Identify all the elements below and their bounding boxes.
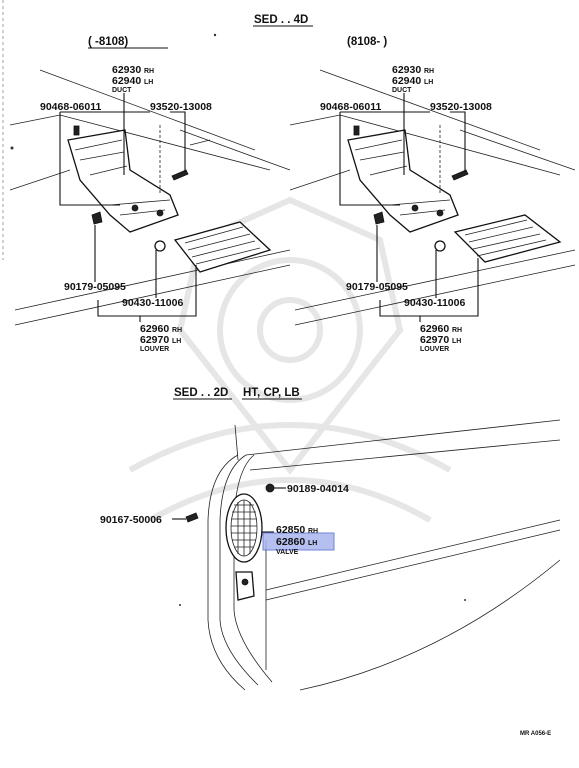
bottom-valve-part-1: 62850 <box>276 524 305 536</box>
sed2d-body-types: HT, CP, LB <box>243 387 300 399</box>
right-duct-part-2: 62940 <box>392 75 421 87</box>
left-louver-name: LOUVER <box>140 346 169 353</box>
left-duct-name: DUCT <box>112 87 132 94</box>
bottom-clip-top-part: 90189-04014 <box>287 483 349 495</box>
left-louver-part-1-suffix: RH <box>172 327 182 334</box>
left-nut-icon <box>154 240 166 252</box>
left-date-range: ( -8108) <box>88 36 128 48</box>
left-duct <box>67 129 179 233</box>
right-screw-part: 93520-13008 <box>430 101 492 113</box>
right-date-range: (8108- ) <box>347 36 387 48</box>
left-duct-part-1: 62930 <box>112 64 141 76</box>
right-louver <box>453 214 562 263</box>
right-panel: 62930 RH 62940 LH DUCT 90468-06011 93520… <box>289 64 576 353</box>
left-screw-part: 93520-13008 <box>150 101 212 113</box>
left-clip-icon <box>73 125 80 136</box>
right-duct-part-2-suffix: LH <box>424 79 433 86</box>
bottom-clip-left-icon <box>185 512 199 523</box>
right-louver-part-1-suffix: RH <box>452 327 462 334</box>
bottom-valve-part-1-suffix: RH <box>308 528 318 535</box>
bottom-latch-icon <box>235 571 255 601</box>
left-panel: 62930 RH 62940 LH DUCT 90468-06011 93520… <box>9 64 291 353</box>
right-duct-name: DUCT <box>392 87 412 94</box>
right-clip-part: 90468-06011 <box>320 101 381 113</box>
speck-2 <box>10 146 14 150</box>
bottom-clip-top-icon <box>265 483 275 493</box>
speck-3 <box>179 604 181 606</box>
valve-highlight <box>262 532 335 551</box>
right-duct <box>347 129 459 233</box>
bottom-valve-name: VALVE <box>276 549 299 556</box>
right-clip-icon <box>353 125 360 136</box>
right-grommet-icon <box>373 211 385 225</box>
right-louver-name: LOUVER <box>420 346 449 353</box>
sed2d-title: SED . . 2D <box>174 387 228 399</box>
bottom-valve-part-2: 62860 <box>276 536 305 548</box>
sed4d-title: SED . . 4D <box>254 14 308 26</box>
reference-code: MR A056-E <box>520 731 551 737</box>
right-nut-icon <box>434 240 446 252</box>
bottom-clip-left-part: 90167-50006 <box>100 514 162 526</box>
left-duct-part-2-suffix: LH <box>144 79 153 86</box>
left-louver-part-2-suffix: LH <box>172 338 181 345</box>
left-duct-part-2: 62940 <box>112 75 141 87</box>
bottom-valve <box>225 493 263 563</box>
bottom-panel: 90189-04014 90167-50006 62850 RH 62860 L… <box>100 419 561 691</box>
right-louver-part-1: 62960 <box>420 323 449 335</box>
right-louver-part-2-suffix: LH <box>452 338 461 345</box>
right-duct-part-1-suffix: RH <box>424 68 434 75</box>
speck-4 <box>464 599 466 601</box>
left-screw-icon <box>171 169 189 181</box>
left-louver-part-1: 62960 <box>140 323 169 335</box>
left-clip-part: 90468-06011 <box>40 101 101 113</box>
bottom-valve-part-2-suffix: LH <box>308 540 317 547</box>
right-louver-part-2: 62970 <box>420 334 449 346</box>
left-nut-part: 90430-11006 <box>122 297 183 309</box>
right-duct-part-1: 62930 <box>392 64 421 76</box>
left-grommet-part: 90179-05095 <box>64 281 126 293</box>
left-louver <box>173 221 272 273</box>
left-grommet-icon <box>91 211 103 225</box>
speck-1 <box>213 33 217 37</box>
right-grommet-part: 90179-05095 <box>346 281 408 293</box>
right-screw-icon <box>451 169 469 181</box>
right-nut-part: 90430-11006 <box>404 297 465 309</box>
left-louver-part-2: 62970 <box>140 334 169 346</box>
watermark-emblem <box>128 196 452 523</box>
left-duct-part-1-suffix: RH <box>144 68 154 75</box>
